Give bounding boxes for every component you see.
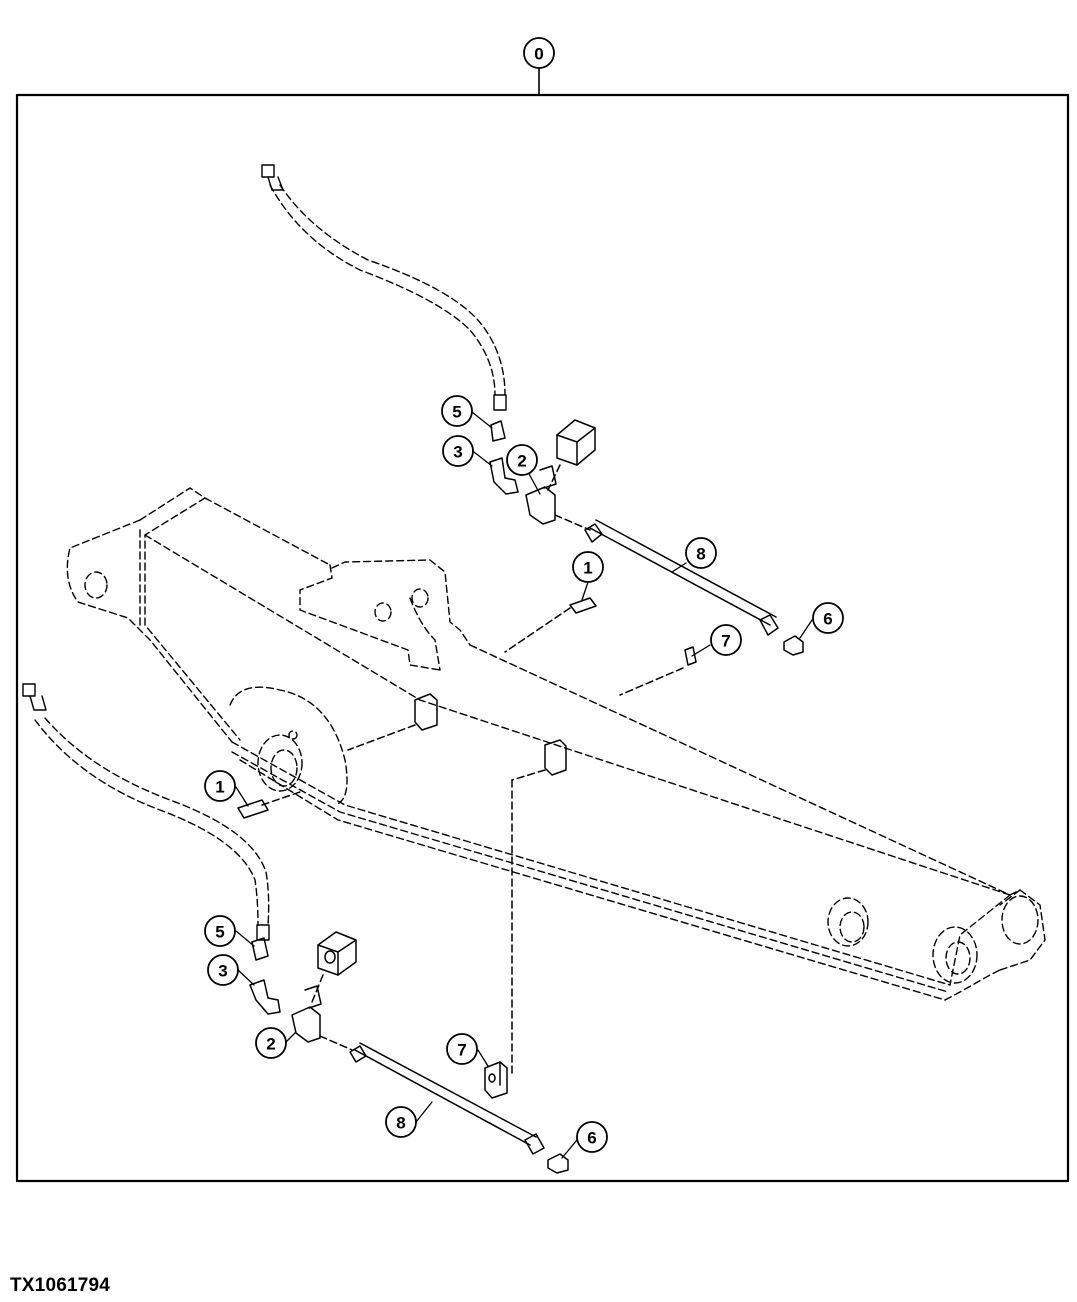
callout-bubble-upper-8 <box>685 537 717 569</box>
callout-label-upper-2: 2 <box>517 452 526 471</box>
callout-label-lower-5: 5 <box>215 923 224 942</box>
callout-label-upper-7: 7 <box>721 632 730 651</box>
callout-bubble-lower-8 <box>385 1106 417 1138</box>
callout-label-lower-2: 2 <box>266 1035 275 1054</box>
callout-label-lower-1: 1 <box>215 778 224 797</box>
callout-label-upper-6: 6 <box>823 610 832 629</box>
callout-label-lower-7: 7 <box>457 1041 466 1060</box>
upper-fittings <box>489 419 804 696</box>
boom-outline <box>66 487 1046 1001</box>
callout-bubble-lower-1 <box>204 770 236 802</box>
upper-hose <box>261 164 507 411</box>
leader-lines <box>235 411 813 1159</box>
callout-bubble-lower-3 <box>207 954 239 986</box>
callout-bubble-lower-6 <box>576 1121 608 1153</box>
callout-bubble-lower-5 <box>204 915 236 947</box>
callout-label-0: 0 <box>534 45 543 64</box>
lower-hose <box>22 683 270 941</box>
lower-fittings <box>237 693 569 1174</box>
callout-bubble-upper-6 <box>812 602 844 634</box>
callout-label-lower-6: 6 <box>587 1129 596 1148</box>
callout-label-upper-5: 5 <box>452 403 461 422</box>
callout-bubble-upper-5 <box>441 395 473 427</box>
diagram-frame <box>15 93 1070 1183</box>
callout-bubble-lower-2 <box>255 1027 287 1059</box>
figure-id-label: TX1061794 <box>10 1275 111 1296</box>
callout-bubble-upper-7 <box>710 624 742 656</box>
callout-bubble-lower-7 <box>446 1033 478 1065</box>
callout-bubble-upper-3 <box>442 435 474 467</box>
callout-bubble-upper-2 <box>506 444 538 476</box>
callout-label-upper-3: 3 <box>453 443 462 462</box>
callout-bubble-0 <box>523 37 555 69</box>
callout-bubble-upper-1 <box>572 551 604 583</box>
callout-label-upper-8: 8 <box>696 545 705 564</box>
callout-label-lower-3: 3 <box>218 962 227 981</box>
callout-label-lower-8: 8 <box>396 1114 405 1133</box>
callout-label-upper-1: 1 <box>583 559 592 578</box>
